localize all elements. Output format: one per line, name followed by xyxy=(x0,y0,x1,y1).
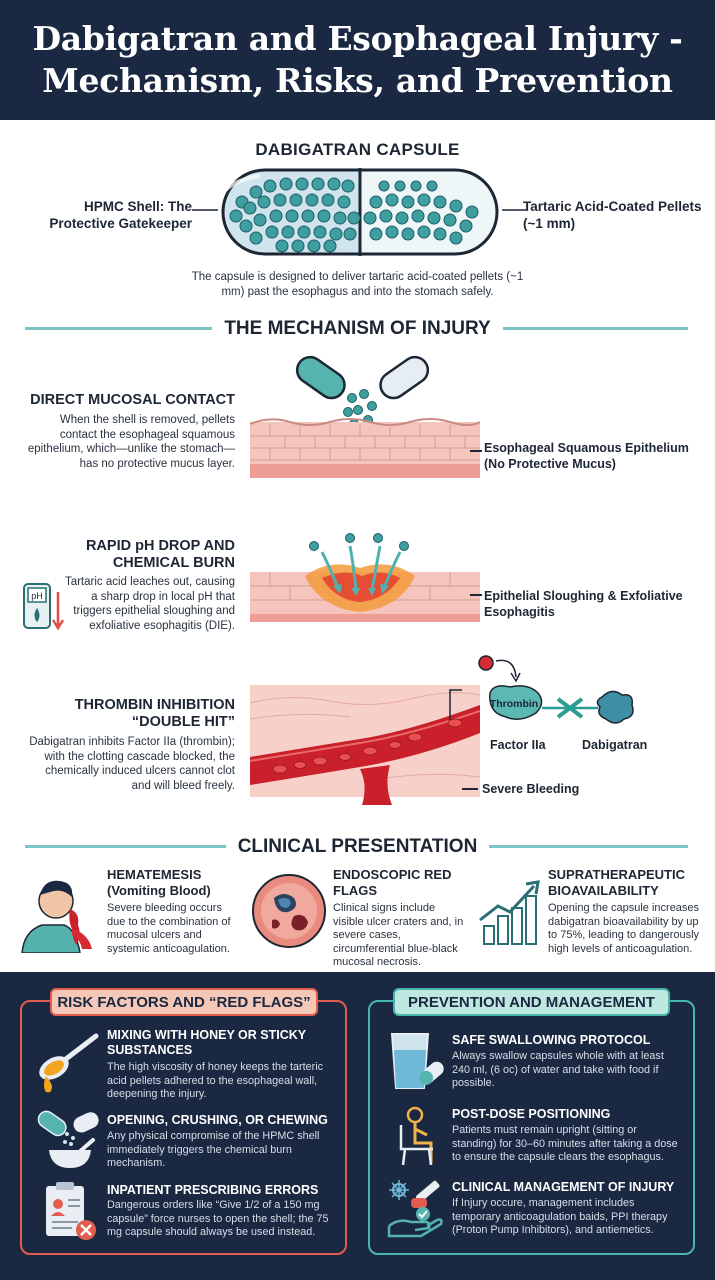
risk-2-heading: OPENING, CRUSHING, OR CHEWING xyxy=(107,1113,328,1127)
clinical-divider-right xyxy=(470,845,688,848)
water-glass-capsule-icon xyxy=(390,1033,444,1089)
ph-icon-text: pH xyxy=(31,591,43,601)
crushed-capsule-icon xyxy=(37,1110,99,1168)
prevention-3-text: If Injury occure, management includes te… xyxy=(452,1197,668,1236)
prevention-3-heading: CLINICAL MANAGEMENT OF INJURY xyxy=(452,1180,675,1194)
clinical-divider-left xyxy=(25,845,245,848)
risk-factors-title: RISK FACTORS AND “RED FLAGS” xyxy=(50,988,318,1016)
clinical-title: CLINICAL PRESENTATION xyxy=(0,836,715,858)
capsule-description: The capsule is designed to deliver tarta… xyxy=(191,271,524,298)
seated-upright-person-icon xyxy=(399,1106,433,1166)
rising-bar-chart-icon xyxy=(479,880,540,945)
mechanism-3-label: Severe Bleeding xyxy=(482,782,580,796)
vomiting-person-icon xyxy=(21,880,92,953)
page-header: Dabigatran and Esophageal Injury - Mecha… xyxy=(0,0,715,120)
mechanism-3-text: Dabigatran inhibits Factor IIa (thrombin… xyxy=(29,736,235,792)
clinical-1-heading: HEMATEMESIS (Vomiting Blood) xyxy=(107,867,211,898)
prevention-2-text: Patients must remain upright (sitting or… xyxy=(452,1124,678,1163)
mechanism-2-label: Epithelial Sloughing & Exfoliative Esoph… xyxy=(484,589,683,619)
mechanism-2-text: Tartaric acid leaches out, causing a sha… xyxy=(64,576,235,632)
endoscopic-ulcer-icon xyxy=(252,874,326,948)
risk-1-text: The high viscosity of honey keeps the ta… xyxy=(107,1061,324,1100)
factor-iia-label: Factor IIa xyxy=(490,738,546,752)
mechanism-title: THE MECHANISM OF INJURY xyxy=(0,318,715,340)
clinical-3-heading: SUPRATHERAPEUTIC BIOAVAILABILITY xyxy=(548,867,685,898)
bottom-section xyxy=(0,972,715,1280)
capsule-pellets-label: Tartaric Acid-Coated Pellets (~1 mm) xyxy=(523,199,702,231)
prevention-2-heading: POST-DOSE POSITIONING xyxy=(452,1107,611,1121)
page-title: Dabigatran and Esophageal Injury - Mecha… xyxy=(32,18,682,102)
capsule-title: DABIGATRAN CAPSULE xyxy=(255,140,460,159)
page-title-line-2: Mechanism, Risks, and Prevention xyxy=(42,61,673,100)
mechanism-divider-right xyxy=(488,327,688,330)
mechanism-2-heading: RAPID pH DROP AND CHEMICAL BURN xyxy=(85,538,235,571)
clinical-management-icon xyxy=(387,1180,443,1238)
capsule-shell-label: HPMC Shell: The Protective Gatekeeper xyxy=(49,199,192,231)
prevention-title: PREVENTION AND MANAGEMENT xyxy=(393,988,670,1016)
esophageal-epithelium-illustration xyxy=(250,418,480,478)
mechanism-1-text: When the shell is removed, pellets conta… xyxy=(27,414,235,470)
chemical-burn-illustration xyxy=(250,533,480,622)
risk-1-heading: MIXING WITH HONEY OR STICKY SUBSTANCES xyxy=(107,1028,306,1057)
bleeding-vessel-illustration xyxy=(250,685,480,805)
epithelium-pointer-line xyxy=(470,450,482,452)
thrombin-label: Thrombin xyxy=(490,698,538,710)
mechanism-3-heading: THROMBIN INHIBITION “DOUBLE HIT” xyxy=(74,697,235,730)
page-title-line-1: Dabigatran and Esophageal Injury - xyxy=(32,19,683,58)
bleeding-pointer-line xyxy=(462,788,478,790)
sloughing-pointer-line xyxy=(470,594,482,596)
mechanism-divider-left xyxy=(25,327,230,330)
risk-3-heading: INPATIENT PRESCRIBING ERRORS xyxy=(107,1183,319,1197)
dabigatran-label: Dabigatran xyxy=(582,738,648,752)
mechanism-1-label: Esophageal Squamous Epithelium (No Prote… xyxy=(484,441,689,471)
clinical-2-heading: ENDOSCOPIC RED FLAGS xyxy=(333,867,452,898)
ph-meter-icon: pH xyxy=(23,583,65,631)
clinical-1-text: Severe bleeding occurs due to the combin… xyxy=(107,902,231,955)
honey-spoon-icon xyxy=(39,1033,99,1093)
prevention-1-text: Always swallow capsules whole with at le… xyxy=(452,1050,664,1089)
clinical-3-text: Opening the capsule increases dabigatran… xyxy=(548,902,700,955)
risk-3-text: Dangerous orders like “Give 1/2 of a 150… xyxy=(107,1199,329,1238)
thrombin-dabigatran-diagram: Thrombin xyxy=(478,655,634,724)
capsule-illustration xyxy=(192,168,526,256)
mechanism-1-heading: DIRECT MUCOSAL CONTACT xyxy=(30,392,235,408)
prevention-1-heading: SAFE SWALLOWING PROTOCOL xyxy=(452,1033,651,1047)
clinical-2-text: Clinical signs include visible ulcer cra… xyxy=(333,902,464,968)
risk-2-text: Any physical compromise of the HPMC shel… xyxy=(107,1130,320,1169)
prescription-error-icon xyxy=(46,1182,96,1240)
